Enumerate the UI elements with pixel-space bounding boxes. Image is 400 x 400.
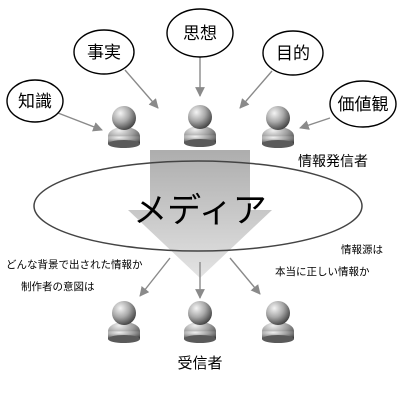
bubble-thought: 思想 [166,8,234,58]
sender-person-right [262,106,294,148]
receiver-person-center [184,301,216,343]
question-left-line-1: どんな背景で出された情報か [6,258,143,271]
bubble-thought-label: 思想 [183,24,217,44]
bubble-values: 価値観 [329,80,397,128]
question-right-line-1: 情報源は [341,243,383,256]
media-ellipse [33,160,363,252]
arrow-to-receiver-right [229,257,261,295]
sender-person-center [184,105,216,147]
receiver-person-right [262,301,294,343]
arrow-knowledge [57,112,103,132]
bubble-fact-label: 事実 [87,43,121,63]
sender-person-left [108,106,140,148]
media-funnel-arrow [128,150,272,278]
bubble-knowledge: 知識 [6,79,64,123]
receiver-person-left [108,301,140,343]
bubble-purpose-label: 目的 [276,44,310,64]
arrow-purpose [239,70,273,109]
media-label: メディア [133,191,267,231]
bubble-values-label: 価値観 [338,95,389,115]
bubble-purpose: 目的 [262,30,324,76]
sender-label: 情報発信者 [298,154,368,170]
question-left-line-2: 制作者の意図は [21,280,95,293]
arrow-values [299,117,331,130]
arrow-to-receiver-left [139,257,171,297]
bubble-fact: 事実 [73,29,135,75]
bubble-knowledge-label: 知識 [18,92,52,112]
question-right-line-2: 本当に正しい情報か [275,265,370,278]
receiver-label: 受信者 [177,354,222,372]
arrow-fact [124,69,159,109]
